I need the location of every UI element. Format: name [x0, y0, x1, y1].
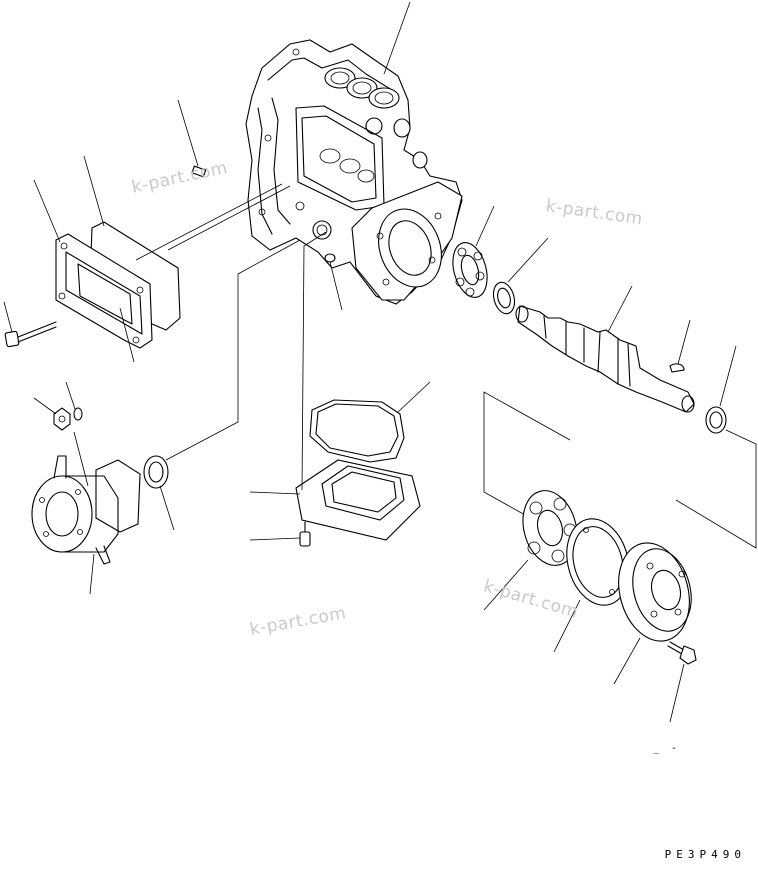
nut-and-washer — [33, 397, 83, 431]
pin — [177, 99, 207, 178]
bottom-gasket — [309, 381, 431, 463]
leader-cover — [167, 185, 291, 251]
plug — [324, 253, 343, 311]
feed-pump — [31, 381, 141, 595]
feed-pump-o-ring — [143, 239, 301, 531]
bearing-cover-bolt — [667, 641, 697, 723]
leader-housing — [383, 1, 411, 75]
pump-housing — [245, 39, 463, 305]
corner-mark: _ - — [653, 743, 681, 754]
lower-bearing — [483, 490, 578, 611]
shaft-oil-seal — [492, 237, 549, 315]
camshaft — [515, 285, 695, 413]
group-bracket-right — [675, 429, 757, 549]
bottom-cover-bolt — [249, 521, 311, 547]
drawing-code: PE3P490 — [664, 848, 746, 861]
bottom-cover — [249, 231, 421, 541]
group-bracket — [483, 391, 571, 521]
bearing-shim — [553, 518, 630, 653]
woodruff-key — [669, 319, 691, 373]
bearing-cover — [613, 542, 692, 685]
side-cover — [33, 155, 283, 363]
shaft-washer — [705, 345, 737, 434]
ball-bearing — [452, 205, 495, 298]
cover-bolt — [3, 301, 57, 348]
